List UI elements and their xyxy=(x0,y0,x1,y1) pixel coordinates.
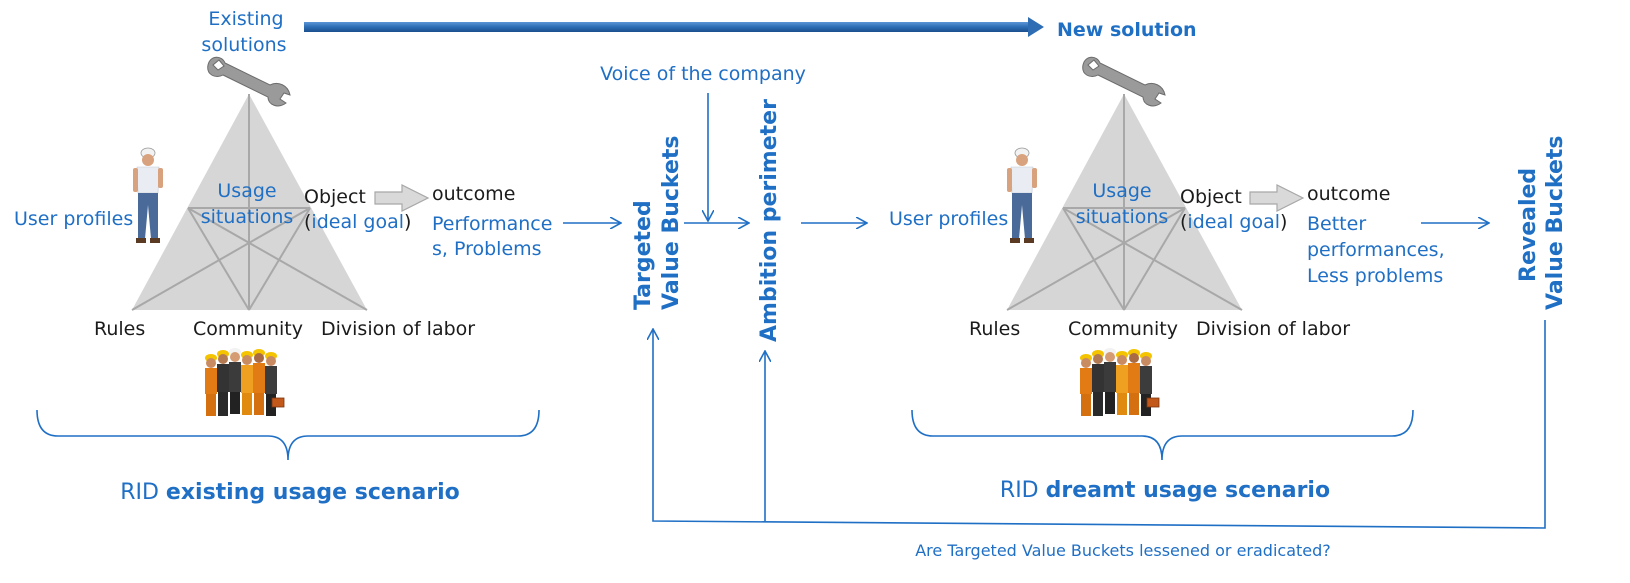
right-scenario-bold: dreamt usage scenario xyxy=(1046,478,1330,503)
existing-solutions-label-2: solutions xyxy=(201,34,286,56)
voice-of-company-label: Voice of the company xyxy=(600,63,806,85)
ideal-goal-text: ideal goal xyxy=(311,211,404,233)
feedback-loop xyxy=(653,320,1546,529)
ideal-goal-close: ) xyxy=(1280,211,1287,233)
division-of-labor-label: Division of labor xyxy=(1196,318,1350,340)
user-profiles-label: User profiles xyxy=(14,208,133,230)
right-scenario-label: RID dreamt usage scenario xyxy=(1000,478,1330,503)
targeted-label-2: Value Buckets xyxy=(659,136,684,311)
usage-situations-label-1: Usage xyxy=(217,180,276,202)
ideal-goal-label: (ideal goal) xyxy=(1180,211,1287,233)
revealed-label-2: Value Buckets xyxy=(1543,136,1568,311)
new-solution-label: New solution xyxy=(1057,19,1197,41)
worker-icon xyxy=(132,147,164,244)
ideal-goal-open: ( xyxy=(304,211,311,233)
usage-situations-label-1: Usage xyxy=(1092,180,1151,202)
ideal-goal-label: (ideal goal) xyxy=(304,211,411,233)
user-profiles-label: User profiles xyxy=(889,208,1008,230)
ideal-goal-text: ideal goal xyxy=(1187,211,1280,233)
outcome-value-1: Better xyxy=(1307,213,1366,235)
ambition-perimeter-label: Ambition perimeter xyxy=(757,99,782,342)
rules-label: Rules xyxy=(94,318,145,340)
left-scenario-bold: existing usage scenario xyxy=(166,480,460,505)
division-of-labor-label: Division of labor xyxy=(321,318,475,340)
left-scenario-prefix: RID xyxy=(120,480,166,505)
object-outcome-arrow xyxy=(1249,184,1305,212)
left-scenario-label: RID existing usage scenario xyxy=(120,480,460,505)
crew-icon xyxy=(1079,347,1160,417)
object-label: Object xyxy=(304,186,366,208)
ideal-goal-close: ) xyxy=(404,211,411,233)
rules-label: Rules xyxy=(969,318,1020,340)
outcome-value-1: Performance xyxy=(432,213,552,235)
outcome-label: outcome xyxy=(432,183,515,205)
outcome-label: outcome xyxy=(1307,183,1390,205)
usage-situations-label-2: situations xyxy=(201,206,294,228)
worker-icon xyxy=(1006,147,1038,244)
progress-arrow xyxy=(304,17,1044,37)
object-label: Object xyxy=(1180,186,1242,208)
left-scenario-brace xyxy=(36,409,540,461)
left-activity-triangle xyxy=(131,94,368,311)
right-activity-triangle xyxy=(1006,94,1243,311)
crew-icon xyxy=(204,347,285,417)
existing-solutions-label-1: Existing xyxy=(208,8,283,30)
object-outcome-arrow xyxy=(374,184,430,212)
community-label: Community xyxy=(1068,318,1178,340)
feedback-question: Are Targeted Value Buckets lessened or e… xyxy=(915,541,1331,560)
outcome-value-3: Less problems xyxy=(1307,265,1443,287)
community-label: Community xyxy=(193,318,303,340)
targeted-label-1: Targeted xyxy=(631,200,656,310)
right-scenario-brace xyxy=(911,409,1414,461)
right-scenario-prefix: RID xyxy=(1000,478,1046,503)
ideal-goal-open: ( xyxy=(1180,211,1187,233)
outcome-value-2: s, Problems xyxy=(432,238,542,260)
outcome-value-2: performances, xyxy=(1307,239,1445,261)
revealed-label-1: Revealed xyxy=(1516,168,1541,282)
usage-situations-label-2: situations xyxy=(1076,206,1169,228)
